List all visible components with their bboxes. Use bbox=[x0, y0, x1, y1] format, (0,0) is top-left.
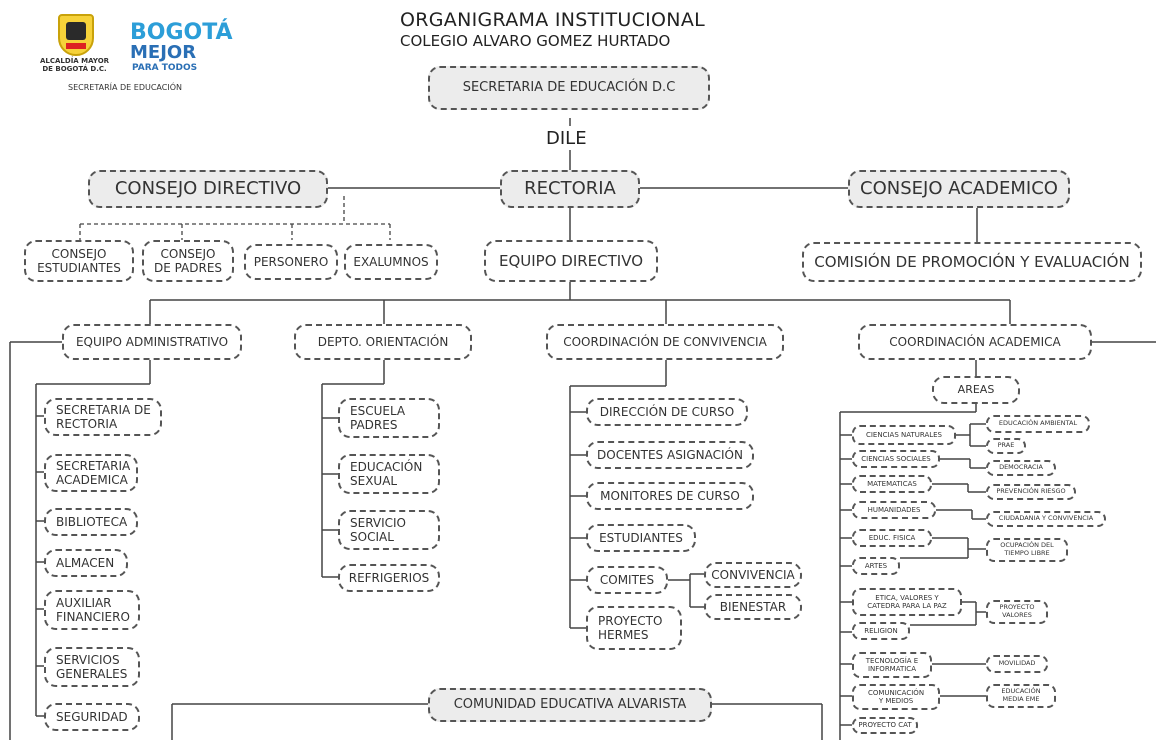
page-subtitle: COLEGIO ALVARO GOMEZ HURTADO bbox=[400, 32, 671, 50]
node-secretaria-educacion: SECRETARIA DE EDUCACIÓN D.C bbox=[428, 66, 710, 110]
node-admin-item: SEGURIDAD bbox=[44, 703, 140, 731]
node-area-item: ETICA, VALORES Y CATEDRA PARA LA PAZ bbox=[852, 588, 962, 616]
node-orientacion-item: REFRIGERIOS bbox=[338, 564, 440, 592]
node-project-item: MOVILIDAD bbox=[986, 655, 1048, 673]
page-title: ORGANIGRAMA INSTITUCIONAL bbox=[400, 9, 705, 31]
node-admin-item: SECRETARIA ACADEMICA bbox=[44, 454, 138, 492]
node-project-item: CIUDADANIA Y CONVIVENCIA bbox=[986, 511, 1106, 527]
node-admin-item: AUXILIAR FINANCIERO bbox=[44, 590, 140, 630]
node-consejo-academico: CONSEJO ACADEMICO bbox=[848, 170, 1070, 208]
node-project-item: EDUCACIÓN AMBIENTAL bbox=[986, 415, 1090, 433]
node-orientacion-item: ESCUELA PADRES bbox=[338, 398, 440, 438]
shield-icon bbox=[58, 14, 94, 56]
node-area-item: PROYECTO CAT bbox=[852, 717, 918, 734]
node-area-item: MATEMATICAS bbox=[852, 475, 932, 493]
node-area-item: TECNOLOGÍA E INFORMATICA bbox=[852, 652, 932, 678]
node-project-item: DEMOCRACIA bbox=[986, 460, 1056, 476]
node-project-item: PRAE bbox=[986, 438, 1026, 454]
node-admin-item: SECRETARIA DE RECTORIA bbox=[44, 398, 162, 436]
node-convivencia-item: ESTUDIANTES bbox=[586, 524, 696, 552]
node-admin-item: BIBLIOTECA bbox=[44, 508, 138, 536]
node-depto-orientacion: DEPTO. ORIENTACIÓN bbox=[294, 324, 472, 360]
node-areas: AREAS bbox=[932, 376, 1020, 404]
node-area-item: CIENCIAS NATURALES bbox=[852, 425, 956, 445]
node-comision-promocion: COMISIÓN DE PROMOCIÓN Y EVALUACIÓN bbox=[802, 242, 1142, 282]
node-personero: PERSONERO bbox=[244, 244, 338, 280]
node-coordinacion-academica: COORDINACIÓN ACADEMICA bbox=[858, 324, 1092, 360]
node-consejo-estudiantes: CONSEJO ESTUDIANTES bbox=[24, 240, 134, 282]
node-project-item: PROYECTO VALORES bbox=[986, 600, 1048, 624]
node-admin-item: ALMACEN bbox=[44, 549, 128, 577]
node-area-item: CIENCIAS SOCIALES bbox=[852, 450, 940, 468]
node-rectoria: RECTORIA bbox=[500, 170, 640, 208]
node-admin-item: SERVICIOS GENERALES bbox=[44, 647, 140, 687]
node-comunidad-educativa: COMUNIDAD EDUCATIVA ALVARISTA bbox=[428, 688, 712, 722]
node-convivencia-item: PROYECTO HERMES bbox=[586, 606, 682, 650]
node-convivencia-item: DIRECCIÓN DE CURSO bbox=[586, 398, 748, 426]
node-comite-item: BIENESTAR bbox=[704, 594, 802, 620]
node-area-item: ARTES bbox=[852, 557, 900, 575]
node-consejo-padres: CONSEJO DE PADRES bbox=[142, 240, 234, 282]
node-area-item: COMUNICACIÓN Y MEDIOS bbox=[852, 684, 940, 710]
node-orientacion-item: EDUCACIÓN SEXUAL bbox=[338, 454, 440, 494]
node-area-item: RELIGION bbox=[852, 622, 910, 640]
node-equipo-directivo: EQUIPO DIRECTIVO bbox=[484, 240, 658, 282]
node-orientacion-item: SERVICIO SOCIAL bbox=[338, 510, 440, 550]
node-equipo-administrativo: EQUIPO ADMINISTRATIVO bbox=[62, 324, 242, 360]
node-convivencia-item: DOCENTES ASIGNACIÓN bbox=[586, 441, 754, 469]
logo-bogota: BOGOTÁ bbox=[130, 20, 233, 45]
node-coordinacion-convivencia: COORDINACIÓN DE CONVIVENCIA bbox=[546, 324, 784, 360]
node-comite-item: CONVIVENCIA bbox=[704, 562, 802, 588]
node-project-item: PREVENCIÓN RIESGO bbox=[986, 484, 1076, 500]
node-convivencia-item: COMITES bbox=[586, 566, 668, 594]
node-dile: DILE bbox=[546, 128, 587, 149]
node-convivencia-item: MONITORES DE CURSO bbox=[586, 482, 754, 510]
logo-para-todos: PARA TODOS bbox=[132, 63, 198, 73]
logo-alcaldia-text: ALCALDÍA MAYOR DE BOGOTÁ D.C. bbox=[40, 57, 110, 73]
node-project-item: OCUPACIÓN DEL TIEMPO LIBRE bbox=[986, 538, 1068, 562]
logo-secretaria: SECRETARÍA DE EDUCACIÓN bbox=[68, 83, 182, 92]
node-consejo-directivo: CONSEJO DIRECTIVO bbox=[88, 170, 328, 208]
node-project-item: EDUCACIÓN MEDIA EME bbox=[986, 684, 1056, 708]
node-area-item: HUMANIDADES bbox=[852, 501, 936, 519]
node-area-item: EDUC. FISICA bbox=[852, 529, 932, 547]
node-exalumnos: EXALUMNOS bbox=[344, 244, 438, 280]
logo-mejor: MEJOR bbox=[130, 42, 197, 63]
